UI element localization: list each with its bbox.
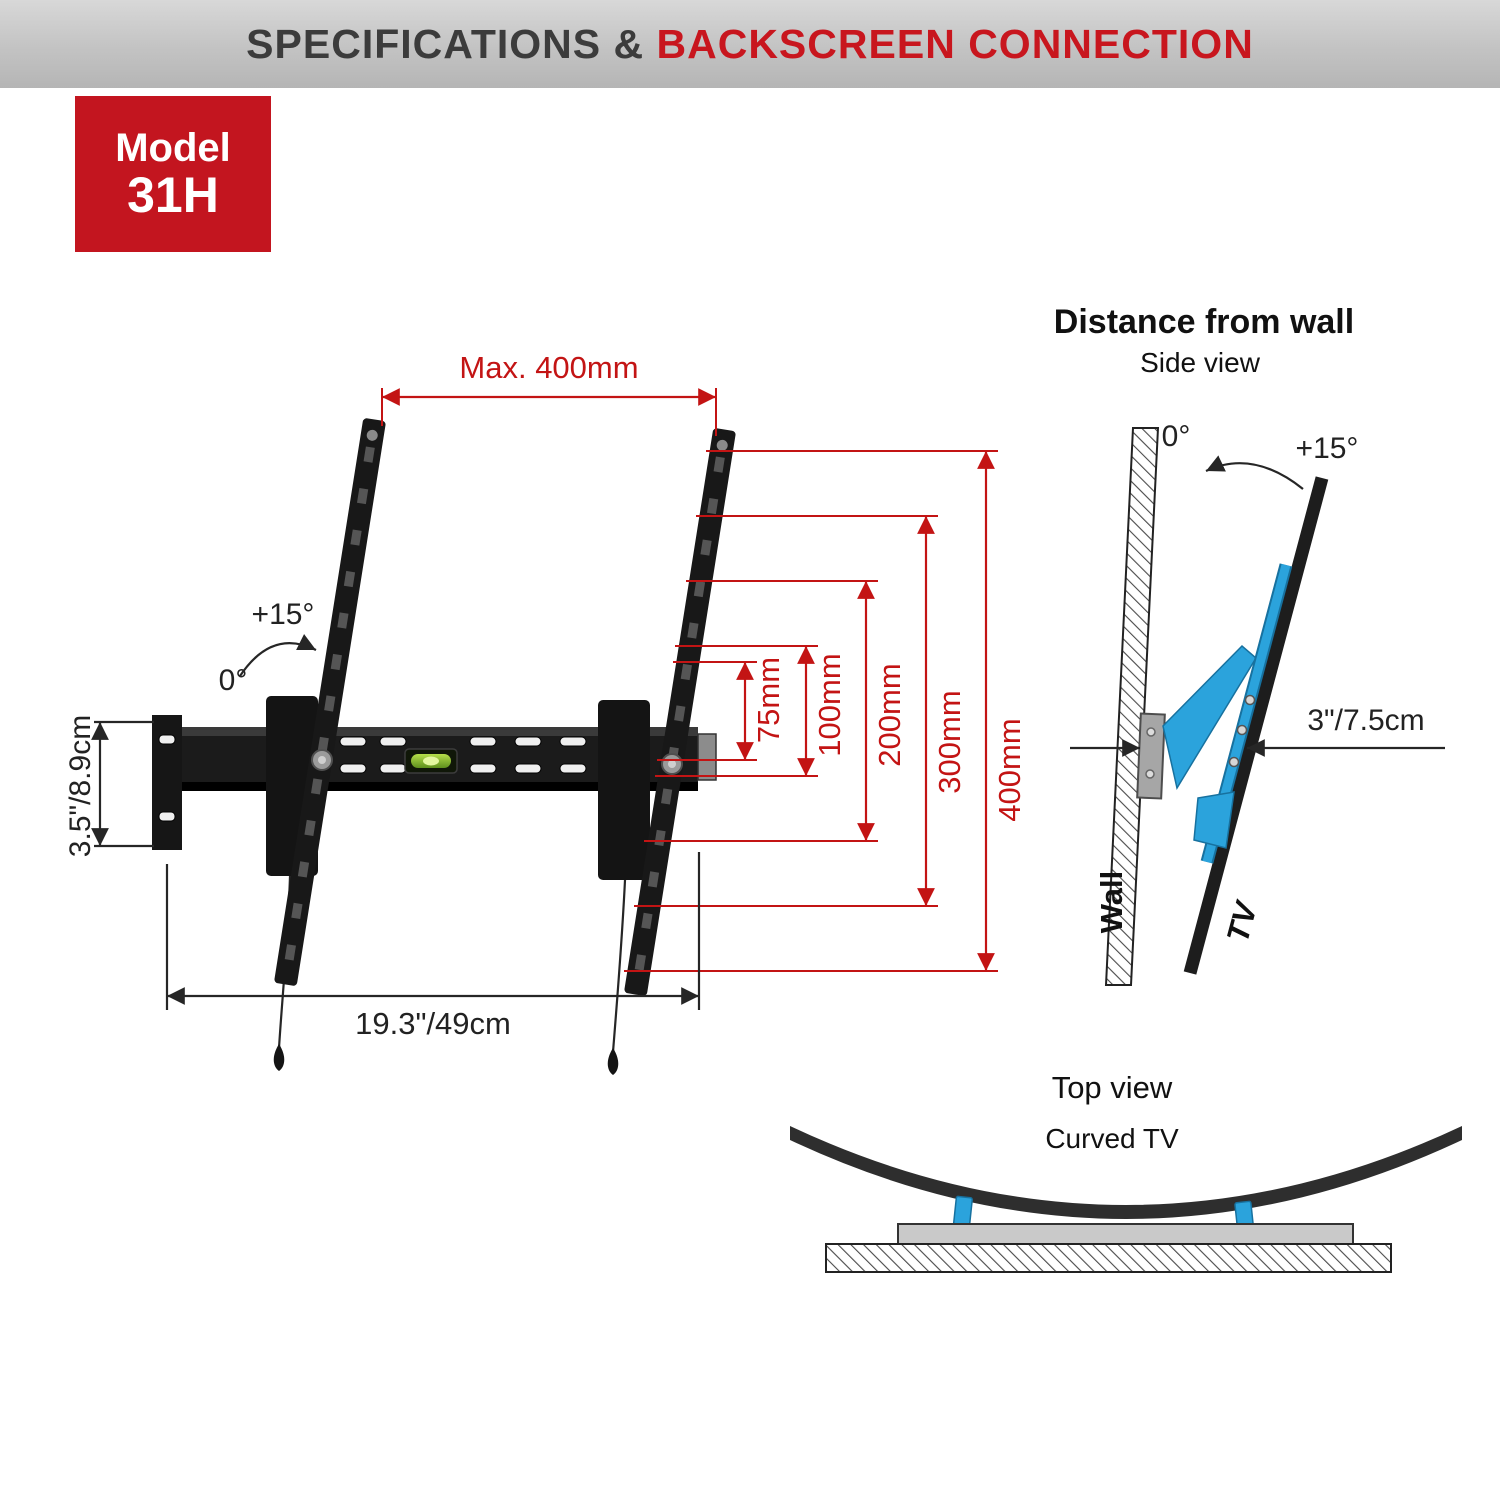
page-title-dark: SPECIFICATIONS & [246, 20, 657, 67]
dim-vesa-100: 100mm [655, 645, 847, 777]
side-mount-wall-bracket [1136, 712, 1166, 800]
tilt-up-label: +15° [252, 598, 315, 631]
side-view-title: Distance from wall [1054, 303, 1354, 341]
fixing-screw-right [661, 753, 683, 775]
plate-slot [514, 736, 542, 747]
tv-section [1183, 476, 1329, 975]
side-view-diagram: Distance from wall Side view 0° +15° [1054, 303, 1445, 986]
tilt-bracket-right-body [598, 700, 650, 880]
bubble-level-bubble [423, 756, 439, 766]
model-badge-label: Model [115, 126, 231, 170]
tilt-arc-arrow [239, 634, 317, 677]
model-badge-number: 31H [127, 167, 219, 223]
mount-plate-top-view [897, 1223, 1354, 1245]
page-title-red: BACKSCREEN CONNECTION [656, 20, 1254, 67]
dim-wall-distance-label: 3"/7.5cm [1307, 704, 1424, 737]
tv-text-label: TV [1220, 896, 1265, 946]
bubble-level [404, 748, 458, 774]
dim-vesa-400: 400mm [624, 450, 1027, 972]
dim-vesa-75-label: 75mm [751, 657, 786, 743]
plate-slot [559, 736, 587, 747]
dim-plate-width: 19.3"/49cm [165, 852, 701, 1041]
tilt-annotation: +15° 0° [219, 598, 317, 697]
side-angle-zero-label: 0° [1162, 420, 1191, 453]
top-view-subtitle: Curved TV [1045, 1123, 1179, 1154]
dim-vesa-200-label: 200mm [872, 663, 907, 766]
screw-center [318, 756, 326, 764]
side-tilt-annotation: 0° +15° [1162, 420, 1359, 490]
dimensions-red: Max. 400mm 75mm 100mm 200mm [381, 350, 1027, 972]
tv-rail-left-top-screw [366, 429, 378, 441]
tv-rail-right-top-screw [716, 439, 728, 451]
side-mount-foot [1193, 791, 1235, 849]
plate-cap-slot-top [158, 734, 176, 745]
side-view-subtitle: Side view [1140, 347, 1261, 378]
screw-center [668, 760, 676, 768]
plate-cap-slot-bottom [158, 811, 176, 822]
dim-vesa-300: 300mm [634, 515, 967, 907]
dimensions-black: +15° 0° 3.5"/8.9cm 19.3"/49cm [64, 598, 701, 1041]
pull-cord-left-handle [273, 1044, 285, 1071]
wall-plate-bar-shadow [182, 782, 698, 791]
pull-cord-right-handle [607, 1048, 619, 1075]
dim-vesa-100-label: 100mm [812, 653, 847, 756]
tv-rail-left [274, 418, 386, 986]
plate-slot [379, 736, 407, 747]
side-mount [1136, 563, 1293, 864]
wall-strip-top-view [825, 1243, 1392, 1273]
dim-plate-width-label: 19.3"/49cm [355, 1006, 511, 1041]
plate-slot [469, 736, 497, 747]
wall-plate-right-tab [697, 733, 717, 781]
side-tilt-arc-arrow [1205, 455, 1304, 490]
dim-max-width-label: Max. 400mm [459, 350, 638, 385]
fixing-screw-left [311, 749, 333, 771]
tv-rail-right-holes [634, 456, 725, 972]
plate-slot [339, 736, 367, 747]
dim-bracket-height: 3.5"/8.9cm [64, 715, 154, 857]
plate-slot [469, 763, 497, 774]
plate-slot [514, 763, 542, 774]
dim-wall-distance: 3"/7.5cm [1070, 704, 1445, 757]
dim-bracket-height-label: 3.5"/8.9cm [64, 715, 97, 857]
mount-front-diagram [152, 418, 736, 1075]
dim-vesa-300-label: 300mm [932, 690, 967, 793]
wall-text-label: Wall [1094, 871, 1129, 934]
dim-vesa-400-label: 400mm [992, 718, 1027, 821]
wall-plate-bar-highlight [182, 727, 698, 736]
side-mount-screw [1228, 756, 1240, 768]
dim-vesa-200: 200mm [644, 580, 907, 842]
tv-rail-right [624, 428, 736, 996]
side-mount-screw [1236, 724, 1248, 736]
model-badge: Model 31H [75, 96, 271, 252]
header-bar: SPECIFICATIONS & BACKSCREEN CONNECTION [0, 0, 1500, 88]
tv-rail-left-holes [284, 446, 375, 962]
dim-max-width: Max. 400mm [381, 350, 717, 436]
tilt-bracket-right [598, 700, 650, 1075]
wall-section [1104, 427, 1160, 986]
top-view-diagram: Top view Curved TV [790, 1070, 1462, 1273]
plate-slot [559, 763, 587, 774]
spacer-left [952, 1195, 973, 1228]
pull-cord-right [611, 879, 627, 1053]
page-title: SPECIFICATIONS & BACKSCREEN CONNECTION [246, 21, 1254, 68]
top-view-title: Top view [1052, 1070, 1173, 1105]
side-mount-screw [1244, 694, 1256, 706]
side-angle-tilt-label: +15° [1296, 432, 1359, 465]
side-mount-screw [1145, 769, 1155, 779]
side-mount-screw [1146, 727, 1156, 737]
dim-vesa-75: 75mm [657, 657, 786, 761]
plate-slot [379, 763, 407, 774]
plate-slot [339, 763, 367, 774]
tilt-zero-label: 0° [219, 664, 248, 697]
